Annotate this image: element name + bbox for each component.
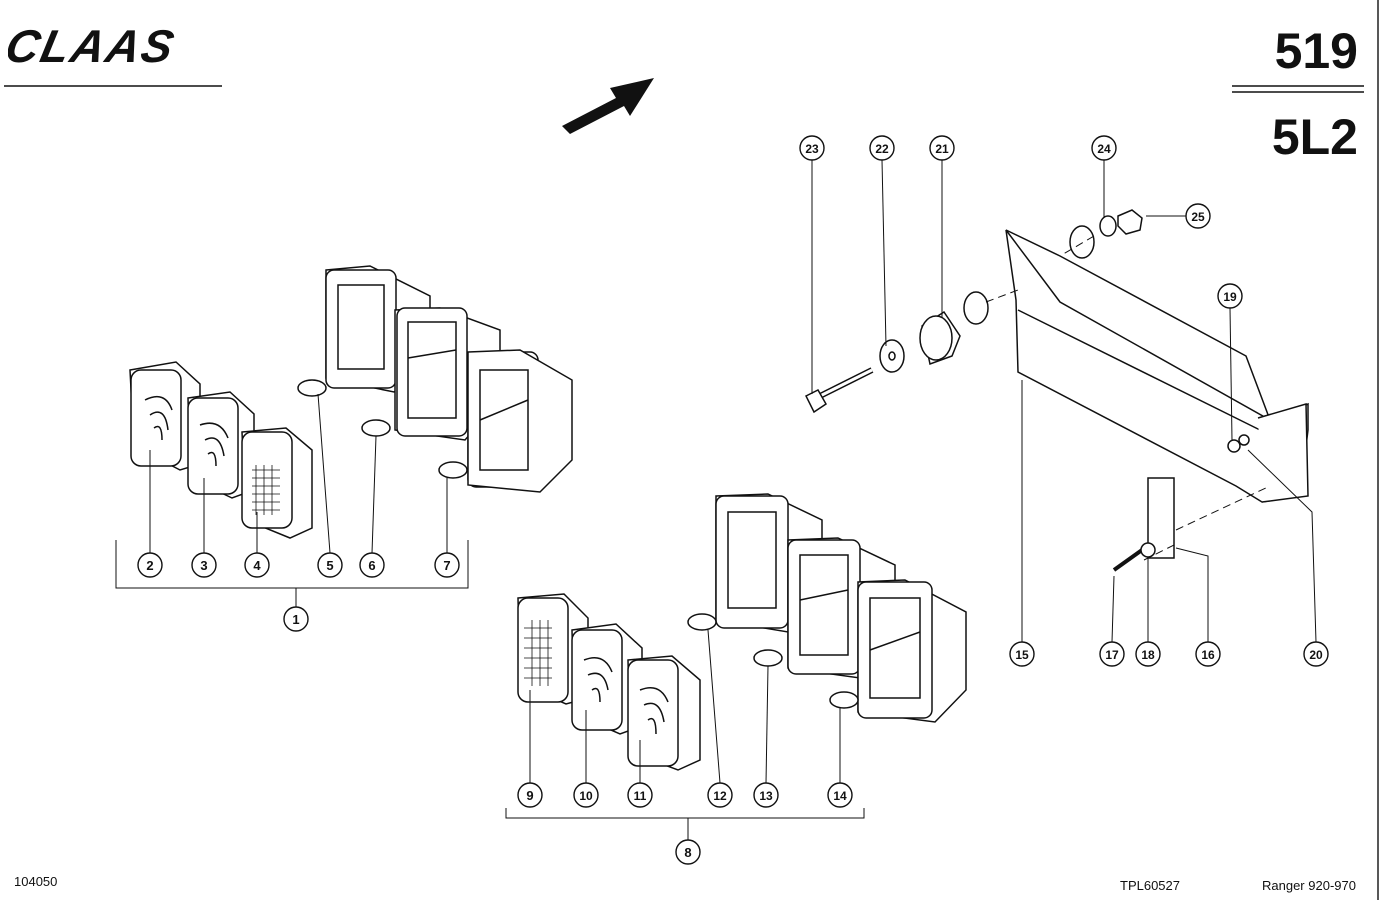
svg-text:23: 23 xyxy=(805,142,819,156)
svg-text:8: 8 xyxy=(684,845,691,860)
svg-text:11: 11 xyxy=(634,789,647,803)
callout-9: 9 xyxy=(517,782,543,808)
svg-text:3: 3 xyxy=(200,558,207,573)
left-bulb-holders xyxy=(297,379,468,479)
nut-19 xyxy=(1227,439,1241,453)
callout-25: 25 xyxy=(1185,203,1211,229)
svg-text:13: 13 xyxy=(759,789,773,803)
left-light-assembly xyxy=(129,265,573,539)
svg-text:19: 19 xyxy=(1223,290,1237,304)
svg-text:14: 14 xyxy=(833,789,847,803)
right-housing-group xyxy=(715,493,967,723)
svg-text:4: 4 xyxy=(253,558,261,573)
washer-24 xyxy=(1099,215,1117,237)
callout-14: 14 xyxy=(827,782,853,808)
direction-arrow-icon xyxy=(562,78,654,134)
right-light-assembly xyxy=(517,493,967,771)
callout-7: 7 xyxy=(434,552,460,578)
svg-text:5: 5 xyxy=(326,558,333,573)
callout-11: 11 xyxy=(627,782,653,808)
callout-21: 21 xyxy=(929,135,955,161)
callout-12: 12 xyxy=(707,782,733,808)
callout-20: 20 xyxy=(1303,641,1329,667)
callout-1: 1 xyxy=(283,606,309,632)
callout-2: 2 xyxy=(137,552,163,578)
svg-text:20: 20 xyxy=(1309,648,1323,662)
callout-10: 10 xyxy=(573,782,599,808)
callout-15: 15 xyxy=(1009,641,1035,667)
group-code: 5L2 xyxy=(1271,109,1358,165)
callout-17: 17 xyxy=(1099,641,1125,667)
leader-lines xyxy=(115,159,1317,840)
svg-text:15: 15 xyxy=(1015,648,1029,662)
left-housing-group xyxy=(325,265,573,493)
washer-21b xyxy=(963,291,989,325)
callout-5: 5 xyxy=(317,552,343,578)
right-bulb-holders xyxy=(687,613,859,709)
claas-logo: CLAAS xyxy=(1,20,238,75)
callout-bubbles: 1 2 3 4 5 6 7 8 9 10 11 12 13 14 15 16 1… xyxy=(137,135,1329,865)
callout-4: 4 xyxy=(244,552,270,578)
claas-logo-mark: CLAAS xyxy=(1,20,180,71)
svg-text:25: 25 xyxy=(1191,210,1205,224)
callout-6: 6 xyxy=(359,552,385,578)
svg-text:9: 9 xyxy=(526,788,533,803)
callout-13: 13 xyxy=(753,782,779,808)
callout-23: 23 xyxy=(799,135,825,161)
brand-wordmark: CLAAS xyxy=(8,20,180,70)
svg-text:12: 12 xyxy=(713,789,727,803)
nut-25 xyxy=(1117,209,1143,235)
svg-text:2: 2 xyxy=(146,558,153,573)
callout-16: 16 xyxy=(1195,641,1221,667)
callout-19: 19 xyxy=(1217,283,1243,309)
svg-text:7: 7 xyxy=(443,558,450,573)
page-number: 519 xyxy=(1274,23,1358,79)
svg-text:10: 10 xyxy=(579,789,593,803)
callout-22: 22 xyxy=(869,135,895,161)
svg-text:6: 6 xyxy=(368,558,375,573)
svg-text:21: 21 xyxy=(935,142,949,156)
svg-text:18: 18 xyxy=(1141,648,1155,662)
callout-3: 3 xyxy=(191,552,217,578)
svg-text:16: 16 xyxy=(1201,648,1215,662)
mount-hardware xyxy=(804,209,1309,572)
footer-left-code: 104050 xyxy=(14,874,58,889)
callout-18: 18 xyxy=(1135,641,1161,667)
svg-text:22: 22 xyxy=(875,142,889,156)
washer-top xyxy=(1069,225,1095,259)
left-lens-group xyxy=(129,361,313,539)
bolt-head xyxy=(804,389,827,414)
drawing-code: TPL60527 xyxy=(1120,878,1180,893)
right-lens-group xyxy=(517,593,701,771)
callout-8: 8 xyxy=(675,839,701,865)
assembly-lines xyxy=(985,235,1271,561)
callout-24: 24 xyxy=(1091,135,1117,161)
washer-18 xyxy=(1140,542,1156,558)
screw-17 xyxy=(1112,548,1144,572)
svg-text:1: 1 xyxy=(292,612,299,627)
model-label: Ranger 920-970 xyxy=(1262,878,1356,893)
svg-text:17: 17 xyxy=(1105,648,1119,662)
svg-text:24: 24 xyxy=(1097,142,1111,156)
